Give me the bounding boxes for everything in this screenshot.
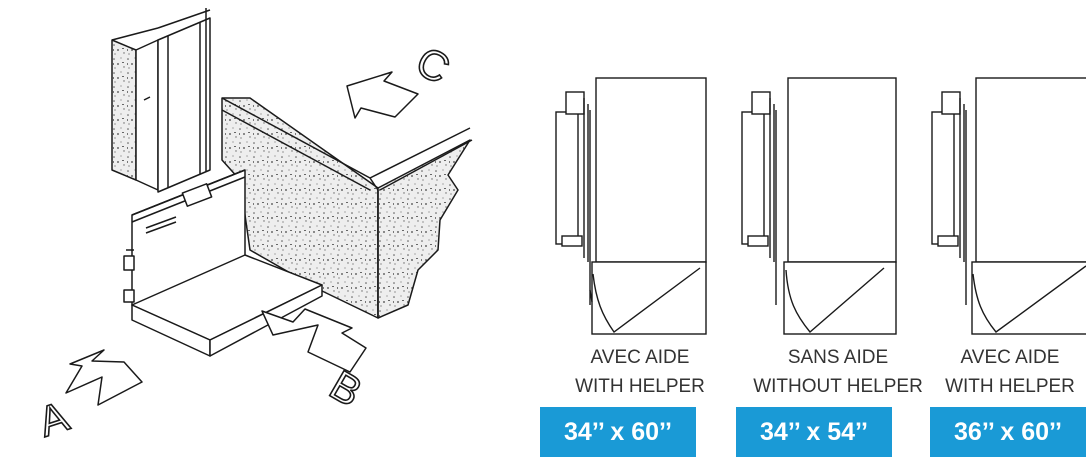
lift-tower (111, 8, 211, 193)
label-c: C (409, 37, 458, 93)
config-2-line2: WITHOUT HELPER (753, 376, 923, 397)
label-b: B (322, 361, 370, 416)
plan-view-3 (931, 77, 1086, 335)
config-3-line2: WITH HELPER (945, 376, 1075, 397)
isometric-view (65, 8, 473, 406)
arrow-b (261, 308, 367, 373)
caption-config-2: SANS AIDE WITHOUT HELPER (750, 343, 926, 401)
caption-config-3: AVEC AIDE WITH HELPER (934, 343, 1086, 401)
size-badge-3: 36’’ x 60’’ (930, 407, 1086, 457)
config-3-line1: AVEC AIDE (960, 347, 1060, 368)
label-a: A (33, 392, 74, 445)
plan-view-1 (555, 77, 707, 335)
size-badge-1: 34’’ x 60’’ (540, 407, 696, 457)
arrow-c (346, 71, 419, 119)
config-1-line1: AVEC AIDE (590, 347, 690, 368)
plan-view-2 (741, 77, 897, 335)
config-1-line2: WITH HELPER (575, 376, 705, 397)
arrow-a (65, 349, 143, 406)
size-badge-2: 34’’ x 54’’ (736, 407, 892, 457)
config-2-line1: SANS AIDE (787, 347, 889, 368)
concrete-landing (221, 97, 473, 319)
caption-config-1: AVEC AIDE WITH HELPER (560, 343, 720, 401)
